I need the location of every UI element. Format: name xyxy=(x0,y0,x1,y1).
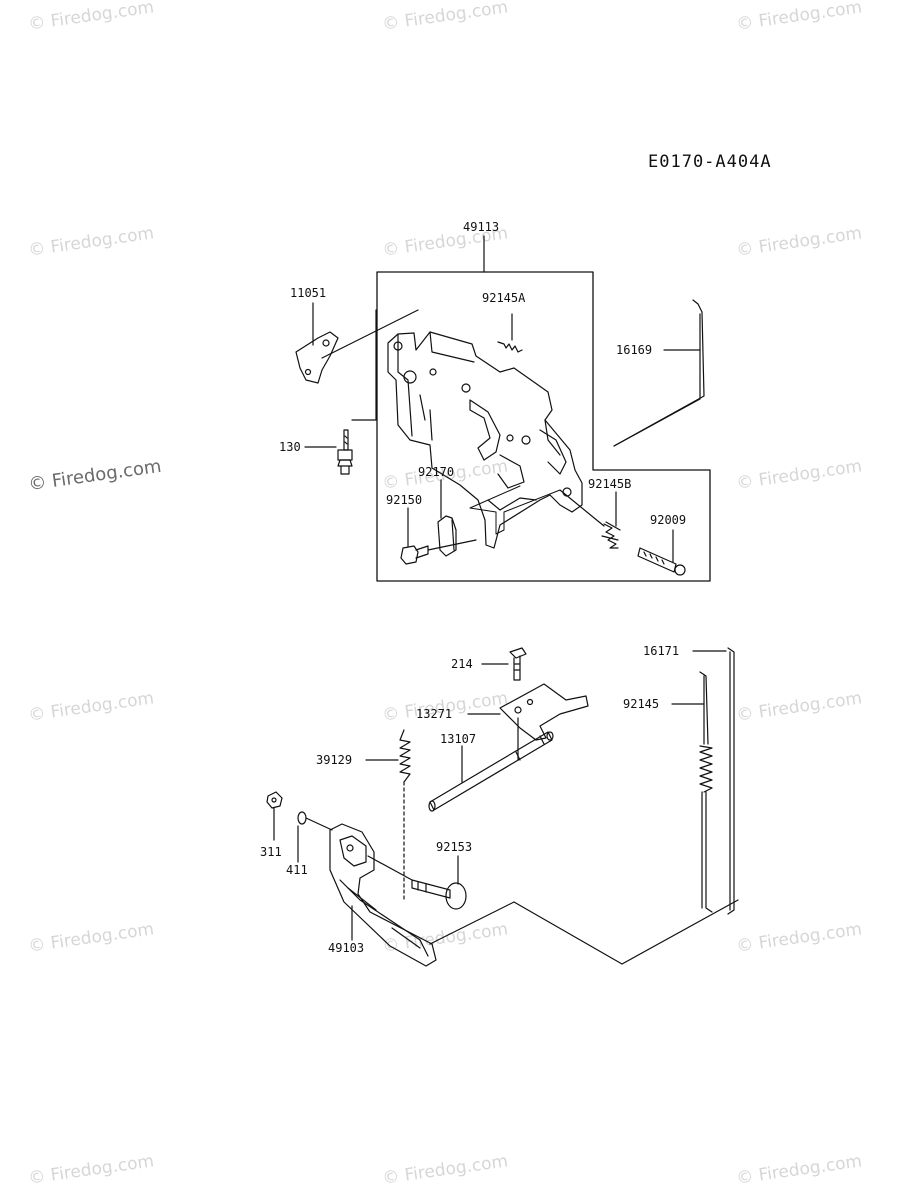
spring-92145B-part xyxy=(559,489,621,549)
lever-49103-part xyxy=(329,823,739,967)
rod-16171-part xyxy=(727,647,735,915)
callout-92145B: 92145B xyxy=(588,477,631,491)
callout-16171: 16171 xyxy=(643,644,679,658)
spring-92145-part xyxy=(699,671,713,913)
spring-92145A-part xyxy=(497,313,523,353)
callout-11051: 11051 xyxy=(290,286,326,300)
nut-311-part xyxy=(266,791,283,809)
callout-92170: 92170 xyxy=(418,465,454,479)
bracket-11051-part xyxy=(295,309,419,384)
pin-92153-part xyxy=(367,855,467,910)
callout-13271: 13271 xyxy=(416,707,452,721)
bolt-130-part xyxy=(337,309,377,475)
callout-16169: 16169 xyxy=(616,343,652,357)
screw-214-part xyxy=(509,647,527,681)
callout-130: 130 xyxy=(279,440,301,454)
assembly-49113-outline xyxy=(376,271,711,582)
rod-16169-part xyxy=(613,299,705,447)
callout-214: 214 xyxy=(451,657,473,671)
spring-39129-part xyxy=(399,729,411,901)
callout-39129: 39129 xyxy=(316,753,352,767)
callout-92153: 92153 xyxy=(436,840,472,854)
callout-49103: 49103 xyxy=(328,941,364,955)
shaft-13107-part xyxy=(428,731,554,812)
callout-92009: 92009 xyxy=(650,513,686,527)
callout-411: 411 xyxy=(286,863,308,877)
callout-92145: 92145 xyxy=(623,697,659,711)
bolt-92009-part xyxy=(637,547,686,576)
callout-92145A: 92145A xyxy=(482,291,526,305)
diagram-code: E0170-A404A xyxy=(648,152,772,172)
washer-411-part xyxy=(297,811,333,831)
clip-92170-part xyxy=(437,515,457,557)
leader-line xyxy=(469,485,561,535)
callout-49113: 49113 xyxy=(463,220,499,234)
screw-92150-part xyxy=(400,539,477,565)
callout-92150: 92150 xyxy=(386,493,422,507)
callout-13107: 13107 xyxy=(440,732,476,746)
callout-311: 311 xyxy=(260,845,282,859)
plate-13271-part xyxy=(499,683,589,761)
control-plate-part xyxy=(387,331,583,549)
